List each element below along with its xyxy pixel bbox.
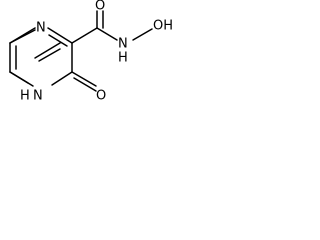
chemical-structure: N H N O O N H OH <box>9 0 173 104</box>
ring-hexagon <box>9 27 73 86</box>
atom-hydroxyl: OH <box>153 19 173 34</box>
bond-c2-camide <box>71 27 98 44</box>
atom-n-ring: N <box>33 89 43 104</box>
bond-ring-1 <box>9 27 36 44</box>
bond-c3-o <box>71 71 97 87</box>
atom-o-amide: O <box>95 0 105 14</box>
atom-h-amide: H <box>118 51 128 66</box>
bond-c3-o-double <box>73 77 97 92</box>
bond-ring-5 <box>9 71 29 84</box>
bond-ring-2 <box>47 27 73 44</box>
oxo-bonds <box>71 71 97 92</box>
bond-n-o <box>132 28 153 41</box>
atom-n-h: H <box>20 89 30 104</box>
atom-n-top: N <box>36 21 46 36</box>
carboxamide-bonds <box>71 10 153 44</box>
bond-camide-n <box>96 27 118 41</box>
bond-ring-2-double <box>48 34 68 47</box>
bond-n1-c2-double <box>38 48 61 62</box>
atom-o-oxo: O <box>96 89 106 104</box>
atom-n-amide: N <box>118 37 128 52</box>
bond-n1-c2 <box>34 42 61 59</box>
bond-ring-4 <box>51 71 73 86</box>
